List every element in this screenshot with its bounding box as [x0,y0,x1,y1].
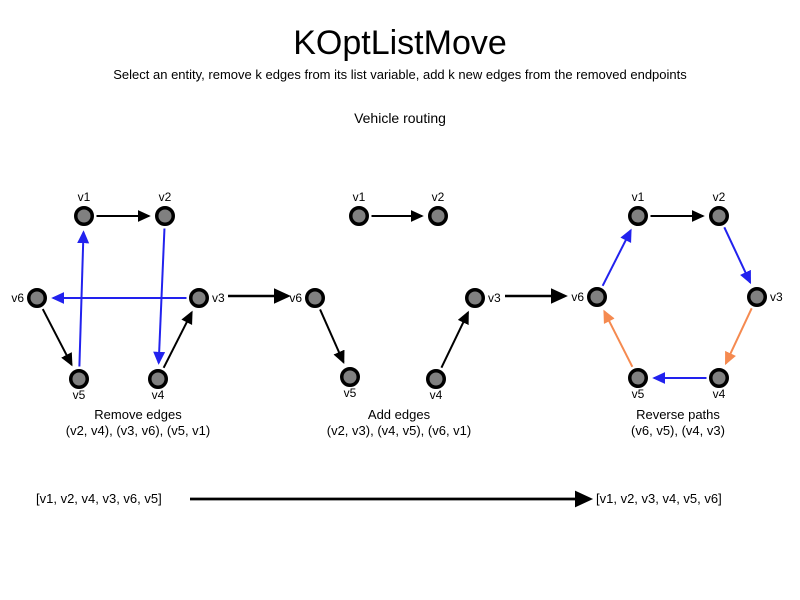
node-circle [465,288,485,308]
edge-remove-v6-v5 [41,308,73,367]
node-label-reverse-v2: v2 [713,190,726,204]
edge-reverse-v2-v3 [723,226,752,285]
panel-captions-layer: Remove edges(v2, v4), (v3, v6), (v5, v1)… [66,407,725,438]
node-remove-v3[interactable] [189,288,209,308]
edge-remove-v2-v4 [153,228,166,365]
node-circle [709,206,729,226]
edge-reverse-v3-v4 [724,307,753,366]
node-circle [747,287,767,307]
panel-caption-reverse-line1: Reverse paths [636,407,720,422]
node-add-v4[interactable] [426,369,446,389]
node-label-remove-v5: v5 [73,388,86,402]
node-add-v2[interactable] [428,206,448,226]
node-remove-v6[interactable] [27,288,47,308]
node-add-v3[interactable] [465,288,485,308]
node-label-add-v5: v5 [344,386,357,400]
node-circle [155,206,175,226]
panel-caption-add-line1: Add edges [368,407,431,422]
edge-reverse-v5-v6 [603,309,634,368]
node-circle [189,288,209,308]
node-label-add-v1: v1 [353,190,366,204]
node-circle [69,369,89,389]
domain-label: Vehicle routing [354,110,446,126]
node-label-reverse-v5: v5 [632,387,645,401]
node-label-reverse-v6: v6 [571,290,584,304]
panel-caption-remove-line2: (v2, v4), (v3, v6), (v5, v1) [66,423,210,438]
node-remove-v5[interactable] [69,369,89,389]
node-label-remove-v3: v3 [212,291,225,305]
edge-reverse-v6-v1 [601,228,632,287]
node-circle [74,206,94,226]
node-remove-v4[interactable] [148,369,168,389]
panel-edges-layer [41,210,753,384]
node-circle [148,369,168,389]
node-circle [426,369,446,389]
node-label-remove-v1: v1 [78,190,91,204]
page-title: KOptListMove [293,24,507,62]
node-remove-v1[interactable] [74,206,94,226]
node-reverse-v2[interactable] [709,206,729,226]
node-add-v1[interactable] [349,206,369,226]
node-circle [340,367,360,387]
page-subtitle: Select an entity, remove k edges from it… [113,67,687,82]
node-remove-v2[interactable] [155,206,175,226]
node-label-reverse-v4: v4 [713,387,726,401]
node-circle [428,206,448,226]
edge-add-v6-v5 [319,309,345,365]
node-reverse-v6[interactable] [587,287,607,307]
node-label-remove-v6: v6 [11,291,24,305]
node-label-reverse-v1: v1 [632,190,645,204]
node-label-add-v6: v6 [289,291,302,305]
edge-add-v4-v3 [440,310,469,369]
node-add-v5[interactable] [340,367,360,387]
after-list-text: [v1, v2, v3, v4, v5, v6] [596,491,722,506]
node-circle [305,288,325,308]
panel-caption-reverse-line2: (v6, v5), (v4, v3) [631,423,725,438]
node-circle [709,368,729,388]
node-reverse-v4[interactable] [709,368,729,388]
footer-layer: [v1, v2, v4, v3, v6, v5] [v1, v2, v3, v4,… [36,490,722,508]
node-circle [628,206,648,226]
edge-remove-v4-v3 [162,310,193,369]
node-label-add-v3: v3 [488,291,501,305]
panel-caption-add-line2: (v2, v3), (v4, v5), (v6, v1) [327,423,471,438]
node-reverse-v3[interactable] [747,287,767,307]
node-circle [628,368,648,388]
node-circle [27,288,47,308]
node-label-remove-v4: v4 [152,388,165,402]
node-reverse-v5[interactable] [628,368,648,388]
panel-caption-remove-line1: Remove edges [94,407,182,422]
node-reverse-v1[interactable] [628,206,648,226]
node-label-add-v2: v2 [432,190,445,204]
edge-remove-v5-v1 [77,230,90,367]
node-add-v6[interactable] [305,288,325,308]
node-label-reverse-v3: v3 [770,290,783,304]
node-label-add-v4: v4 [430,388,443,402]
before-list-text: [v1, v2, v4, v3, v6, v5] [36,491,162,506]
node-circle [349,206,369,226]
node-label-remove-v2: v2 [159,190,172,204]
node-circle [587,287,607,307]
panel-nodes-layer: v1 v2 v3 v4 v5 v6 v1 v2 v3 v4 v5 v6 v1 v2 v3 v4 v5 v6 [11,190,783,402]
